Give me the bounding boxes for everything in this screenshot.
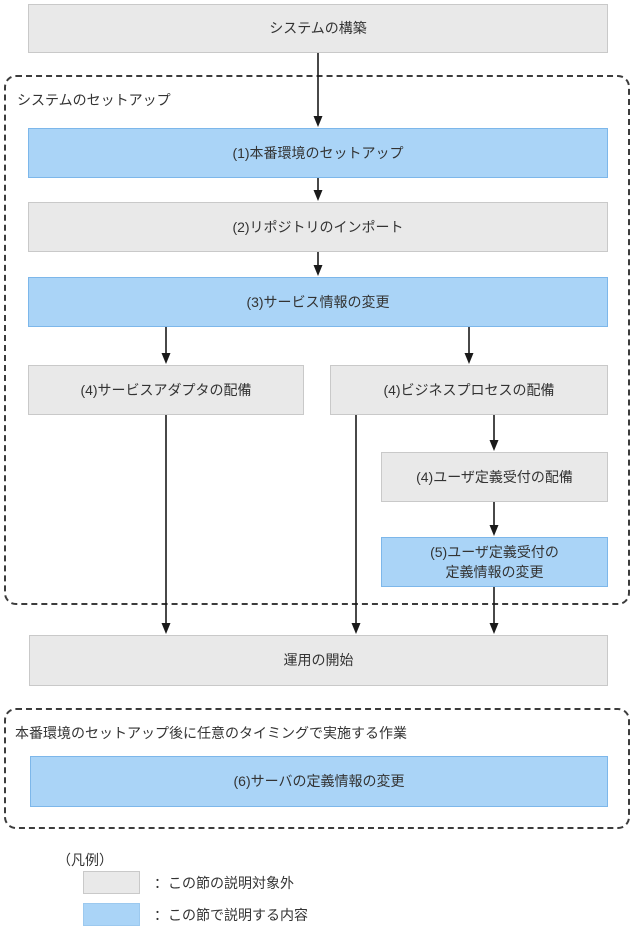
legend-title: （凡例）	[57, 852, 113, 868]
legend-label-excluded: ：この節の説明対象外	[154, 874, 294, 891]
node-server-definition-change: (6)サーバの定義情報の変更	[30, 756, 608, 807]
group-anytime-tasks-label: 本番環境のセットアップ後に任意のタイミングで実施する作業	[15, 725, 407, 741]
legend-swatch-excluded	[83, 871, 140, 894]
node-user-defined-reception-change: (5)ユーザ定義受付の 定義情報の変更	[381, 537, 608, 587]
node-operation-start: 運用の開始	[29, 635, 608, 686]
legend-item-highlight: ：この節で説明する内容	[83, 903, 308, 926]
group-system-setup: システムのセットアップ	[4, 75, 630, 605]
legend-item-excluded: ：この節の説明対象外	[83, 871, 294, 894]
node-system-build: システムの構築	[28, 4, 608, 53]
node-business-process-deploy: (4)ビジネスプロセスの配備	[330, 365, 608, 415]
node-user-defined-reception-deploy: (4)ユーザ定義受付の配備	[381, 452, 608, 502]
legend-swatch-highlight	[83, 903, 140, 926]
node-service-info-change: (3)サービス情報の変更	[28, 277, 608, 327]
node-production-setup: (1)本番環境のセットアップ	[28, 128, 608, 178]
node-service-adapter-deploy: (4)サービスアダプタの配備	[28, 365, 304, 415]
group-anytime-tasks: 本番環境のセットアップ後に任意のタイミングで実施する作業	[4, 708, 630, 829]
node-repository-import: (2)リポジトリのインポート	[28, 202, 608, 252]
group-system-setup-label: システムのセットアップ	[17, 92, 171, 108]
legend-label-highlight: ：この節で説明する内容	[154, 906, 308, 923]
